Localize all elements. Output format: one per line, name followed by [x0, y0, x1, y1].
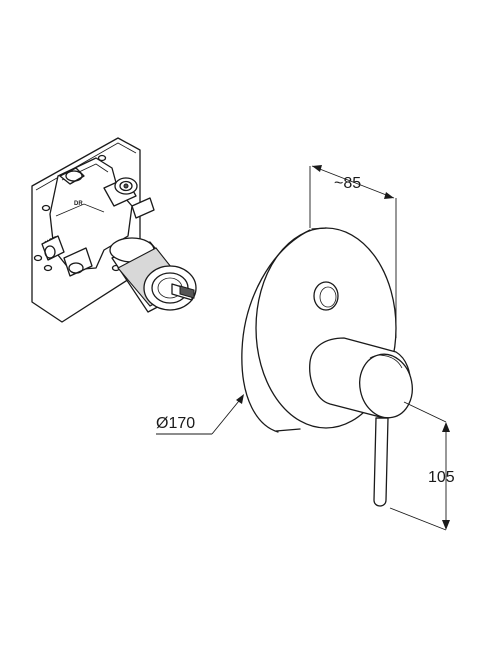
concealed-valve-body: DR HOT	[31, 137, 197, 323]
height-label: 105	[428, 469, 455, 486]
mixer-handle	[309, 337, 413, 507]
cold-marking: DR	[74, 201, 83, 207]
cartridge	[109, 237, 197, 313]
dimension-diameter: Ø170	[156, 394, 244, 435]
escutcheon-rim	[241, 229, 311, 433]
diverter-button	[313, 281, 339, 311]
dimension-depth: ~85	[309, 165, 397, 338]
mixer-lever	[373, 417, 389, 507]
depth-label: ~85	[334, 175, 361, 192]
diameter-label: Ø170	[156, 415, 195, 432]
trim-assembly	[241, 227, 413, 507]
dimension-height: 105	[389, 401, 455, 531]
stop-valve-upper	[103, 177, 155, 219]
